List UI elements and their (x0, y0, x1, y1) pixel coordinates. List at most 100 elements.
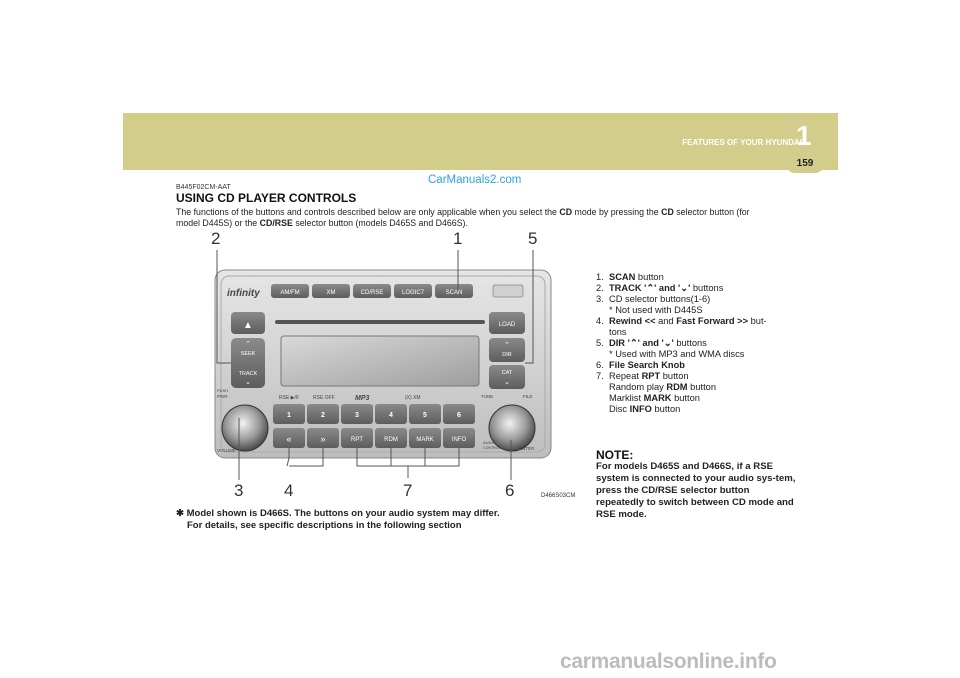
controls-list: 1. SCAN button 2. TRACK '⌃' and '⌄' butt… (596, 272, 796, 415)
track-label: TRACK (239, 371, 258, 377)
chevron-up-icon: ⌃ (504, 341, 510, 349)
list-item: 4. Rewind << and Fast Forward >> but- (596, 316, 767, 326)
rpt-label: RPT (351, 437, 363, 443)
radio-illustration: infinity AM/FM XM CD/RSE LOGIC7 SCAN ▲ ⌃… (214, 250, 552, 480)
load-label: LOAD (499, 322, 516, 328)
cd-rse-label: CD/RSE (361, 290, 384, 296)
cat-button[interactable] (489, 365, 525, 389)
note-heading: NOTE: (596, 448, 634, 462)
callout-2: 2 (211, 229, 221, 248)
mark-label: MARK (416, 437, 433, 443)
radio-figure: infinity AM/FM XM CD/RSE LOGIC7 SCAN ▲ ⌃… (205, 228, 585, 500)
chevron-up-icon: ⌃ (629, 338, 638, 348)
control-label: CONTROL (483, 446, 501, 450)
cd-indicator (492, 284, 524, 298)
intro-bold: CD (559, 207, 573, 217)
push-label: PUSH (217, 388, 228, 393)
list-item: 2. TRACK '⌃' and '⌄' buttons (596, 283, 724, 293)
logic7-button[interactable] (394, 284, 432, 298)
callout-7: 7 (403, 481, 413, 500)
scan-button[interactable] (435, 284, 473, 298)
chapter-number: 1 (796, 120, 812, 151)
chapter-header-band (123, 113, 838, 170)
cat-label: CAT (502, 370, 513, 376)
preset-button-3[interactable] (341, 404, 373, 424)
mark-button[interactable] (409, 428, 441, 448)
chapter-title: FEATURES OF YOUR HYUNDAI (682, 138, 802, 147)
figure-caption: ✱ Model shown is D466S. The buttons on y… (176, 508, 576, 532)
section-title: USING CD PLAYER CONTROLS (176, 191, 357, 205)
top-button-row: AM/FM XM CD/RSE LOGIC7 SCAN (271, 284, 473, 298)
note-body: For models D465S and D466S, if a RSE sys… (596, 461, 796, 520)
intro-paragraph: The functions of the buttons and control… (176, 207, 776, 229)
chevron-up-icon: ⌃ (646, 283, 655, 293)
seek-track-button[interactable] (231, 338, 265, 388)
intro-text: selector button (for model D445S) or the (176, 207, 750, 228)
rewind-icon: « (286, 434, 291, 444)
am-fm-button[interactable] (271, 284, 309, 298)
chevron-down-icon: ⌄ (663, 338, 672, 348)
list-subitem: Random play RDM button (609, 382, 716, 392)
list-subitem: Disc INFO button (609, 404, 681, 414)
volume-label: VOLUME (217, 448, 236, 453)
file-search-knob[interactable] (488, 404, 536, 452)
xm-button[interactable] (312, 284, 350, 298)
eject-icon: ▲ (243, 320, 253, 331)
dir-label: DIR (502, 352, 512, 358)
preset-label: 3 (355, 412, 359, 419)
rdm-label: RDM (384, 437, 398, 443)
preset-button-6[interactable] (443, 404, 475, 424)
preset-button-4[interactable] (375, 404, 407, 424)
preset-label: 5 (423, 412, 427, 419)
watermark-link[interactable]: CarManuals2.com (428, 174, 522, 186)
watermark-footer[interactable]: carmanualsonline.info (560, 650, 777, 673)
audio-label: AUDIO (483, 440, 496, 445)
intro-bold: CD (661, 207, 674, 217)
scan-label: SCAN (446, 290, 463, 296)
info-button[interactable] (443, 428, 475, 448)
rdm-button[interactable] (375, 428, 407, 448)
rpt-button[interactable] (341, 428, 373, 448)
cd-slot (275, 320, 485, 324)
logic7-label: LOGIC7 (402, 290, 425, 296)
preset-label: 4 (389, 412, 393, 419)
xm-label: XM (327, 290, 336, 296)
chevron-down-icon: ⌄ (245, 379, 251, 386)
caption-line: ✱ Model shown is D466S. The buttons on y… (176, 508, 500, 519)
file-label: FILE (523, 394, 533, 399)
preset-label: 6 (457, 412, 461, 419)
rse-label: RSE ▶/II (279, 395, 299, 401)
intro-text: mode by pressing the (572, 207, 662, 217)
preset-label: 2 (321, 412, 325, 419)
enter-label: ENTER (519, 446, 535, 451)
callout-3: 3 (234, 481, 244, 500)
preset-button-1[interactable] (273, 404, 305, 424)
fast-forward-button[interactable] (307, 428, 339, 448)
preset-button-5[interactable] (409, 404, 441, 424)
cd-rse-button[interactable] (353, 284, 391, 298)
pwr-label: PWR (217, 394, 228, 399)
list-subitem: * Not used with D445S (609, 305, 703, 315)
document-code: B445F02CM-AAT (176, 184, 231, 191)
intro-bold: CD/RSE (259, 218, 293, 228)
callout-leader-lines (216, 250, 534, 480)
mp3-logo: MP3 (355, 395, 370, 402)
callout-5: 5 (528, 229, 538, 248)
dir-button[interactable] (489, 338, 525, 362)
callout-4: 4 (284, 481, 294, 500)
rewind-button[interactable] (273, 428, 305, 448)
rse-off-label: RSE OFF (313, 395, 335, 401)
page-number: 159 (796, 158, 814, 169)
info-label: INFO (452, 437, 467, 443)
eject-button[interactable] (231, 312, 265, 334)
list-item: 3. CD selector buttons(1-6) (596, 294, 711, 304)
callout-6: 6 (505, 481, 515, 500)
volume-knob[interactable] (221, 404, 269, 452)
preset-button-2[interactable] (307, 404, 339, 424)
list-item: 7. Repeat RPT button (596, 371, 689, 381)
chevron-down-icon: ⌄ (504, 379, 510, 386)
load-button[interactable] (489, 312, 525, 334)
list-item: 6. File Search Knob (596, 360, 685, 370)
brand-logo: infinity (227, 288, 260, 299)
fast-forward-icon: » (320, 434, 325, 444)
